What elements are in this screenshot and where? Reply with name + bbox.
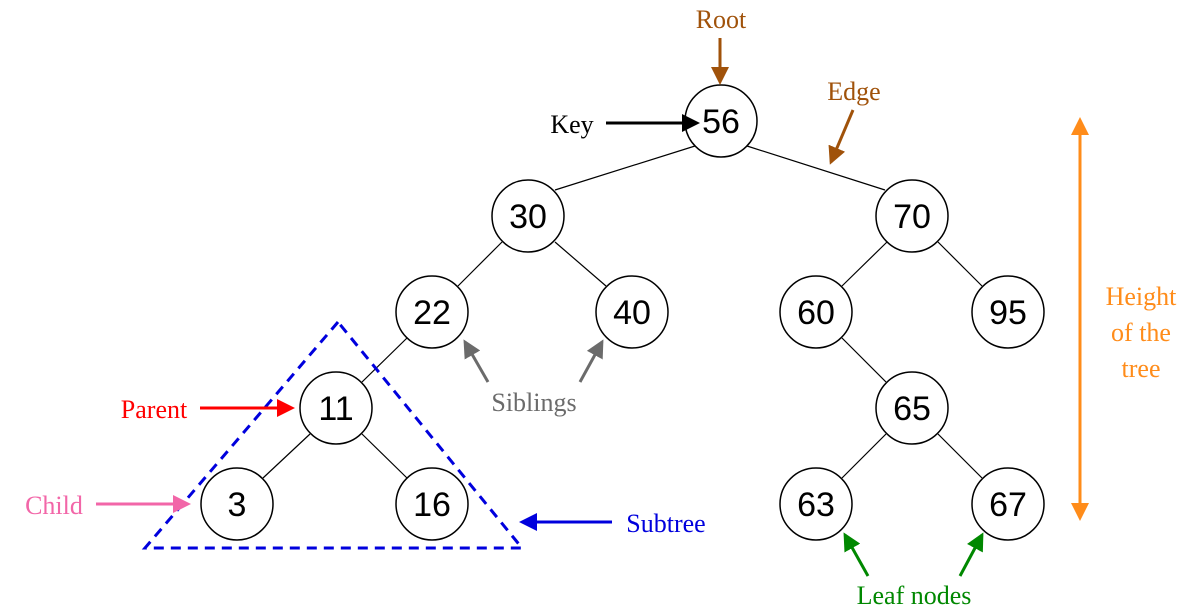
height-label-line2: of the: [1111, 318, 1171, 347]
siblings-arrow-right: [578, 339, 604, 383]
tree-node: 30: [491, 179, 565, 253]
tree-edges: [262, 145, 983, 479]
node-key: 11: [318, 390, 353, 428]
siblings-arrow-left: [463, 339, 490, 383]
edge-11-16: [361, 433, 408, 479]
edge-70-95: [937, 241, 983, 287]
node-key: 70: [893, 198, 931, 236]
edge-65-67: [937, 433, 983, 479]
tree-node: 11: [299, 371, 373, 445]
node-key: 95: [989, 294, 1027, 332]
leaf-arrow-left: [843, 532, 870, 577]
subtree-annotation: Subtree: [519, 509, 706, 538]
tree-node: 40: [595, 275, 669, 349]
node-key: 30: [509, 198, 547, 236]
subtree-label: Subtree: [626, 509, 705, 538]
height-annotation: Height of the tree: [1071, 117, 1178, 521]
child-annotation: Child: [25, 491, 191, 520]
node-key: 22: [413, 294, 451, 332]
height-label-line1: Height: [1106, 282, 1178, 311]
edge-65-63: [841, 433, 887, 479]
tree-nodes: 56 30 70 22 40 60 95 11: [200, 84, 1045, 541]
node-key: 67: [989, 486, 1027, 524]
leaf-arrow-right: [958, 532, 984, 577]
node-key: 3: [228, 486, 247, 524]
tree-node: 70: [875, 179, 949, 253]
root-label: Root: [696, 5, 747, 34]
edge-30-22: [457, 241, 503, 287]
edge-56-30: [554, 145, 696, 191]
tree-node: 16: [395, 467, 469, 541]
tree-node: 60: [779, 275, 853, 349]
tree-node: 63: [779, 467, 853, 541]
edge-label: Edge: [827, 77, 880, 106]
subtree-triangle: [141, 319, 526, 550]
parent-annotation: Parent: [121, 395, 295, 424]
height-label-line3: tree: [1122, 354, 1161, 383]
key-label: Key: [550, 110, 593, 139]
tree-node: 95: [971, 275, 1045, 349]
edge-annotation: Edge: [827, 77, 881, 165]
node-key: 40: [613, 294, 651, 332]
root-annotation: Root: [696, 5, 747, 85]
tree-node: 3: [200, 467, 274, 541]
tree-node: 56: [684, 84, 758, 158]
edge-11-3: [262, 433, 311, 479]
node-key: 65: [893, 390, 931, 428]
edge-60-65: [841, 337, 887, 383]
edge-arrow: [828, 109, 855, 165]
edge-30-40: [554, 241, 607, 287]
tree-node: 65: [875, 371, 949, 445]
tree-node: 67: [971, 467, 1045, 541]
key-annotation: Key: [550, 110, 700, 139]
node-key: 56: [702, 103, 740, 141]
siblings-annotation: Siblings: [463, 339, 604, 417]
edge-70-60: [841, 241, 888, 287]
node-key: 16: [413, 486, 451, 524]
node-key: 60: [797, 294, 835, 332]
leaf-nodes-label: Leaf nodes: [857, 581, 972, 610]
tree-node: 22: [395, 275, 469, 349]
node-key: 63: [797, 486, 835, 524]
siblings-label: Siblings: [491, 388, 576, 417]
edge-22-11: [361, 337, 408, 383]
leaf-nodes-annotation: Leaf nodes: [843, 532, 984, 610]
edge-56-70: [746, 145, 886, 191]
parent-label: Parent: [121, 395, 188, 424]
child-label: Child: [25, 491, 83, 520]
